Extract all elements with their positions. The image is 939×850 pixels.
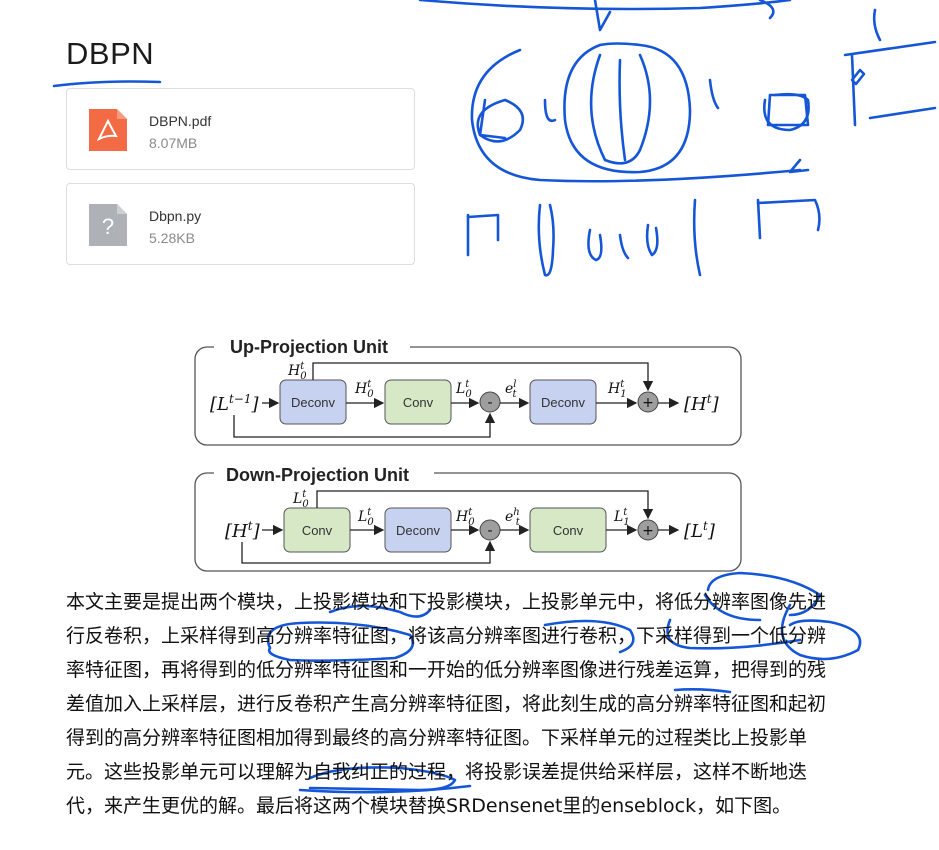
- svg-text:?: ?: [102, 214, 114, 239]
- ink-left-loop: [470, 48, 802, 183]
- svg-text:Lt0: Lt0: [455, 379, 472, 400]
- ink-top-arc: [418, 0, 792, 11]
- paragraph-line: 差值加入上采样层，进行反卷积产生高分辨率特征图，将此刻生成的高分辨率特征图和起初: [66, 693, 827, 715]
- svg-text:Ht0: Ht0: [354, 379, 374, 400]
- svg-text:Ht1: Ht1: [607, 379, 627, 400]
- file-size: 5.28KB: [149, 230, 195, 246]
- svg-text:elt: elt: [505, 379, 518, 400]
- unknown-file-icon: ?: [89, 204, 127, 250]
- svg-text:[Lt−1]: [Lt−1]: [210, 392, 260, 415]
- svg-text:Conv: Conv: [403, 395, 434, 410]
- svg-text:Deconv: Deconv: [291, 395, 336, 410]
- conv-block: [384, 379, 452, 425]
- attachment-pdf[interactable]: DBPN.pdf 8.07MB: [66, 88, 415, 170]
- paragraph-line: 元。这些投影单元可以理解为自我纠正的过程，将投影误差提供给采样层，这样不断地迭: [66, 761, 808, 783]
- body-paragraph: 本文主要是提出两个模块，上投影模块和下投影模块，上投影单元中，将低分辨率图像先进…: [66, 585, 866, 823]
- ink-heading-underline: [52, 80, 162, 88]
- svg-text:Deconv: Deconv: [396, 523, 441, 538]
- svg-text:Lt0: Lt0: [292, 489, 309, 510]
- svg-text:+: +: [642, 523, 654, 539]
- ink-far-right-bracket: [843, 40, 937, 57]
- svg-text:-: -: [487, 523, 492, 539]
- svg-text:Ht0: Ht0: [455, 507, 475, 528]
- down-title: Down-Projection Unit: [226, 465, 409, 485]
- up-title: Up-Projection Unit: [230, 337, 388, 357]
- svg-text:Lt1: Lt1: [613, 507, 630, 528]
- down-projection-unit: Down-Projection Unit [Ht] Conv Deconv Co…: [194, 461, 742, 572]
- svg-text:[Lt]: [Lt]: [684, 519, 716, 542]
- pdf-icon: [89, 109, 127, 155]
- ink-right-box: [766, 93, 810, 127]
- svg-text:+: +: [642, 395, 654, 411]
- page-heading: DBPN: [66, 36, 155, 71]
- svg-text:Ht0: Ht0: [287, 361, 307, 382]
- plus-node: [637, 391, 659, 413]
- paragraph-line: 得到的高分辨率特征图相加得到最终的高分辨率特征图。下采样单元的过程类比上投影单: [66, 727, 808, 749]
- svg-text:Deconv: Deconv: [541, 395, 586, 410]
- svg-text:-: -: [487, 395, 492, 411]
- file-size: 8.07MB: [149, 135, 198, 151]
- svg-text:[Ht]: [Ht]: [225, 519, 261, 542]
- svg-text:eht: eht: [505, 507, 521, 528]
- up-projection-unit: Up-Projection Unit [Lt−1] Deconv Conv De…: [194, 335, 742, 446]
- svg-text:[Ht]: [Ht]: [684, 392, 720, 415]
- svg-text:Conv: Conv: [553, 523, 584, 538]
- paragraph-line: 率特征图，再将得到的低分辨率特征图和一开始的低分辨率图像进行残差运算，把得到的残: [66, 659, 827, 681]
- paragraph-line: 代，来产生更优的解。最后将这两个模块替换SRDensenet里的ensebloc…: [66, 795, 792, 817]
- attachment-py[interactable]: ? Dbpn.py 5.28KB: [66, 183, 415, 265]
- paragraph-line: 本文主要是提出两个模块，上投影模块和下投影模块，上投影单元中，将低分辨率图像先进: [66, 591, 827, 613]
- deconv-block: [529, 379, 597, 425]
- file-name: Dbpn.py: [149, 208, 202, 224]
- svg-text:Conv: Conv: [302, 523, 333, 538]
- paragraph-line: 行反卷积，上采样得到高分辨率特征图，将该高分辨率图进行卷积，下采样得到一个低分辨: [66, 625, 827, 647]
- minus-node: [479, 391, 501, 413]
- ink-mid-ellipse: [563, 42, 692, 174]
- projection-diagram: Up-Projection Unit [Lt−1] Deconv Conv De…: [194, 335, 742, 572]
- svg-text:Lt0: Lt0: [357, 507, 374, 528]
- file-name: DBPN.pdf: [149, 113, 212, 129]
